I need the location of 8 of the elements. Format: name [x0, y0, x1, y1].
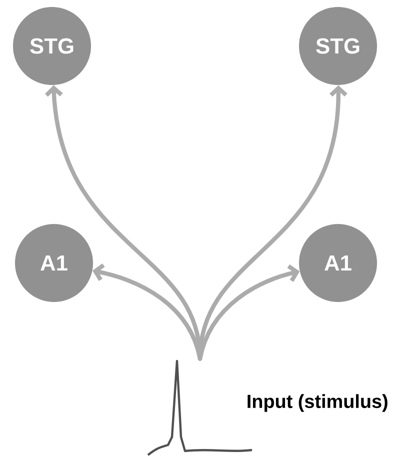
arrow	[198, 85, 348, 361]
arrow	[198, 264, 300, 361]
circle-node: STG	[13, 7, 91, 85]
node-caption: Input (stimulus)	[248, 394, 388, 412]
arrow	[92, 263, 202, 361]
circle-node: A1	[15, 224, 93, 302]
circle-node: STG	[299, 7, 377, 85]
circle-node: A1	[299, 224, 377, 302]
